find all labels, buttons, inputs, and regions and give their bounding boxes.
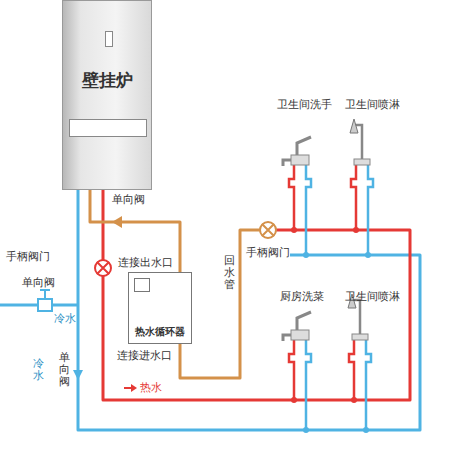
port-label: 连接出水口 [118, 256, 173, 269]
pipe-label: 冷水 [33, 358, 44, 382]
fixture [283, 312, 311, 433]
hand-valve [260, 222, 276, 238]
fixture-label: 卫生间喷淋 [345, 290, 400, 303]
fixture-label: 卫生间喷淋 [345, 98, 400, 111]
hand-valve [95, 260, 111, 276]
valve-label: 手柄阀门 [246, 246, 290, 259]
fixture [350, 119, 373, 258]
hot-flow-arrow [131, 384, 137, 392]
valve-label: 单向阀 [112, 193, 145, 206]
fixture-label: 厨房洗菜 [280, 290, 324, 303]
pipe-label: 热水 [140, 381, 162, 394]
node-title: 热水循环器 [129, 325, 191, 339]
check-valve [73, 370, 83, 380]
fixture [348, 294, 371, 433]
port-label: 连接进水口 [117, 349, 172, 362]
indicator [134, 278, 150, 292]
pipe-label: 冷水 [54, 312, 76, 325]
valve-label: 手柄阀门 [6, 250, 50, 263]
display-panel [69, 119, 147, 137]
valve-label: 单向阀 [22, 276, 55, 289]
valve-label: 单向阀 [59, 352, 70, 388]
indicator [105, 31, 113, 47]
check-valve [38, 290, 52, 311]
hot-flow-arrow [124, 387, 132, 389]
fixture [283, 137, 311, 258]
node-title: 壁挂炉 [63, 69, 151, 92]
pipe-label: 回水管 [224, 255, 235, 291]
hot-water-circulator: 热水循环器 [128, 272, 192, 344]
fixture-label: 卫生间洗手 [277, 98, 332, 111]
return-connector [90, 190, 180, 272]
boiler-box: 壁挂炉 [62, 0, 152, 190]
